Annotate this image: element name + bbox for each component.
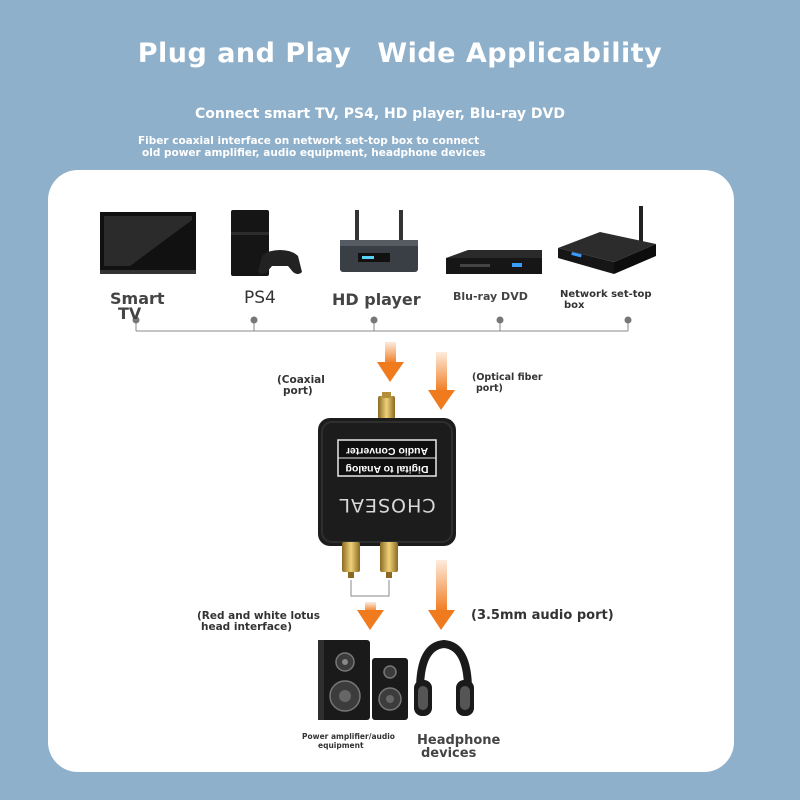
subtitle: Connect smart TV, PS4, HD player, Blu-ra… [194, 106, 566, 122]
description-line-1: Fiber coaxial interface on network set-t… [138, 135, 480, 147]
speakers-label: Power amplifier/audio equipment [302, 732, 395, 750]
source-connector-dots [132, 316, 632, 324]
optical-port-label-line1: (Optical fiber [472, 372, 543, 383]
speakers-label-line1: Power amplifier/audio [302, 732, 395, 741]
headphones-icon [414, 639, 474, 716]
device-label-line1: Digital to Analog [345, 463, 428, 475]
set-top-box-icon [558, 206, 656, 274]
coaxial-port-label: (Coaxial port) [277, 375, 325, 397]
source-label-bluray-dvd: Blu-ray DVD [453, 290, 528, 303]
source-label-set-top-box: Network set-top box [560, 289, 652, 311]
optical-arrow-icon [428, 352, 455, 410]
source-label-hd-player: HD player [332, 290, 421, 309]
source-label-set-top-box-line2: box [564, 300, 585, 311]
rca-port-label-line2: head interface) [201, 621, 293, 633]
optical-port-label: (Optical fiber port) [472, 372, 543, 394]
rca-bracket-line [350, 580, 390, 597]
device-label-line2: Audio Converter [346, 445, 428, 457]
headphones-label-line1: Headphone [417, 733, 501, 748]
rca-jacks-icon [342, 542, 398, 578]
rca-output-arrow-icon [357, 602, 384, 630]
source-label-smart-tv: Smart TV [110, 289, 165, 323]
source-connector-lines [135, 320, 629, 332]
hd-player-icon [340, 210, 418, 272]
smart-tv-icon [100, 212, 196, 274]
rca-port-label-line1: (Red and white lotus [197, 610, 321, 622]
coaxial-jack-icon [378, 392, 395, 422]
optical-port-label-line2: port) [476, 383, 503, 394]
aux-port-label: (3.5mm audio port) [471, 608, 614, 623]
converter-device-icon [318, 418, 456, 546]
device-brand-group: CHOSEAL [338, 494, 435, 516]
aux-output-arrow-icon [428, 560, 455, 630]
source-label-smart-tv-line1: Smart [110, 289, 165, 308]
source-label-smart-tv-line2: TV [118, 304, 142, 323]
speakers-icon [318, 640, 408, 720]
coaxial-port-label-line1: (Coaxial [277, 374, 325, 386]
bluray-dvd-icon [446, 250, 542, 274]
source-label-ps4: PS4 [244, 288, 276, 308]
coaxial-arrow-icon [377, 342, 404, 382]
title-plug-and-play: Plug and Play [137, 38, 352, 69]
coaxial-port-label-line2: port) [283, 385, 313, 397]
rca-port-label: (Red and white lotus head interface) [197, 611, 320, 633]
source-label-set-top-box-line1: Network set-top [560, 289, 652, 300]
headphones-label-line2: devices [421, 746, 477, 761]
ps4-console-icon [231, 210, 302, 276]
description-line-2: old power amplifier, audio equipment, he… [142, 147, 486, 159]
title-wide-applicability: Wide Applicability [377, 38, 663, 69]
headphones-label: Headphone devices [417, 734, 500, 760]
description: Fiber coaxial interface on network set-t… [138, 135, 558, 159]
device-label-group: Digital to Analog Audio Converter [345, 445, 428, 475]
speakers-label-line2: equipment [318, 741, 364, 750]
device-brand: CHOSEAL [338, 494, 435, 516]
page-title: Plug and Play Wide Applicability [0, 38, 800, 69]
